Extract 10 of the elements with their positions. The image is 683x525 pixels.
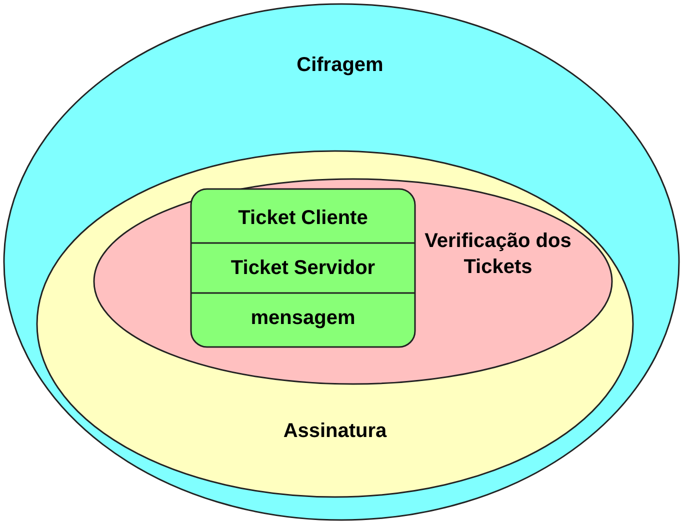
row-text: mensagem (250, 306, 356, 330)
row-text: Ticket Cliente (237, 206, 369, 230)
record-box (190, 188, 416, 348)
ellipse-region (93, 178, 613, 385)
row-text: Ticket Servidor (230, 256, 376, 280)
region-label: Verificação dos Tickets (424, 229, 572, 280)
region-label: Cifragem (296, 53, 384, 78)
region-label: Assinatura (282, 419, 388, 444)
ellipse-region (3, 3, 680, 521)
ellipse-region (36, 150, 634, 498)
